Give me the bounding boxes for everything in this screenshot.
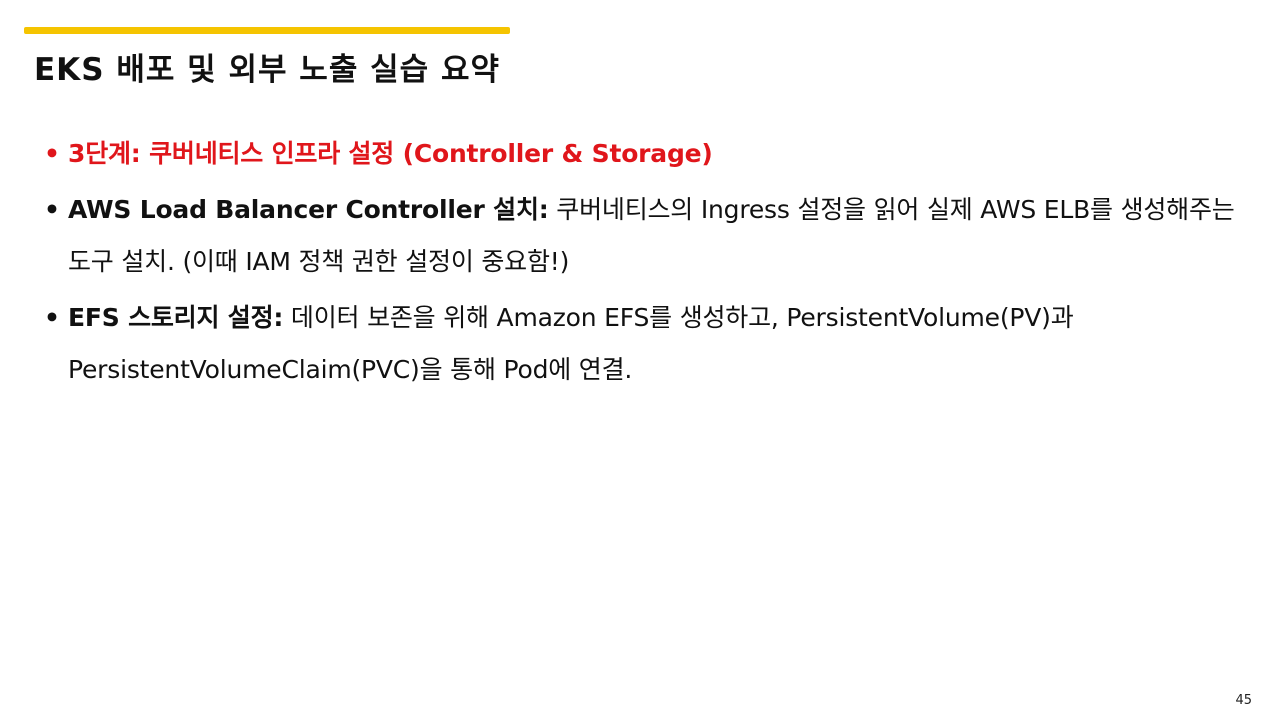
bullet-item-step3: • 3단계: 쿠버네티스 인프라 설정 (Controller & Storag… <box>40 128 1255 180</box>
bullet-term: AWS Load Balancer Controller 설치: <box>68 195 549 224</box>
title-accent-bar <box>24 27 510 34</box>
bullet-item-efs-storage: • EFS 스토리지 설정: 데이터 보존을 위해 Amazon EFS를 생성… <box>40 292 1255 396</box>
bullet-marker: • <box>44 139 60 168</box>
bullet-item-alb-controller: • AWS Load Balancer Controller 설치: 쿠버네티스… <box>40 184 1255 288</box>
bullet-term: EFS 스토리지 설정: <box>68 303 284 332</box>
bullet-marker: • <box>44 303 60 332</box>
page-number: 45 <box>1235 693 1252 708</box>
slide-title: EKS 배포 및 외부 노출 실습 요약 <box>34 52 500 88</box>
bullet-list: • 3단계: 쿠버네티스 인프라 설정 (Controller & Storag… <box>40 128 1255 400</box>
bullet-text: 데이터 보존을 위해 Amazon EFS를 생성하고, PersistentV… <box>68 303 1074 384</box>
bullet-heading: 3단계: 쿠버네티스 인프라 설정 (Controller & Storage) <box>68 139 713 168</box>
bullet-marker: • <box>44 195 60 224</box>
bullet-text: 쿠버네티스의 Ingress 설정을 읽어 실제 AWS ELB를 생성해주는 … <box>68 195 1235 276</box>
